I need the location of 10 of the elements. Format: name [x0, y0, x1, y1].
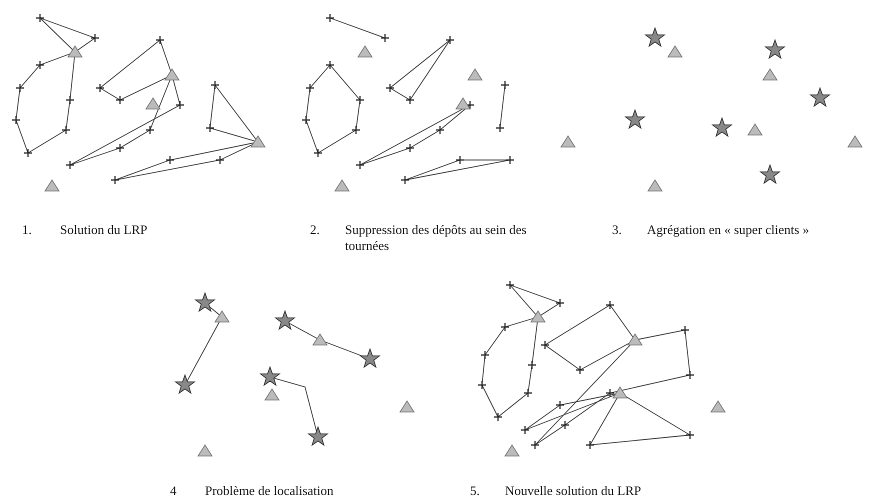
caption-text: Solution du LRP [60, 222, 148, 238]
caption-text: Nouvelle solution du LRP [505, 483, 642, 498]
step-number: 3. [612, 222, 622, 238]
step-number: 4 [170, 483, 176, 498]
caption-text: Agrégation en « super clients » [647, 222, 810, 238]
step-number: 2. [310, 222, 320, 238]
step-number: 1. [22, 222, 32, 238]
caption-text: Suppression des dépôts au sein des tournées [345, 222, 528, 254]
caption-text: Problème de localisation [205, 483, 334, 498]
step-number: 5. [470, 483, 480, 498]
